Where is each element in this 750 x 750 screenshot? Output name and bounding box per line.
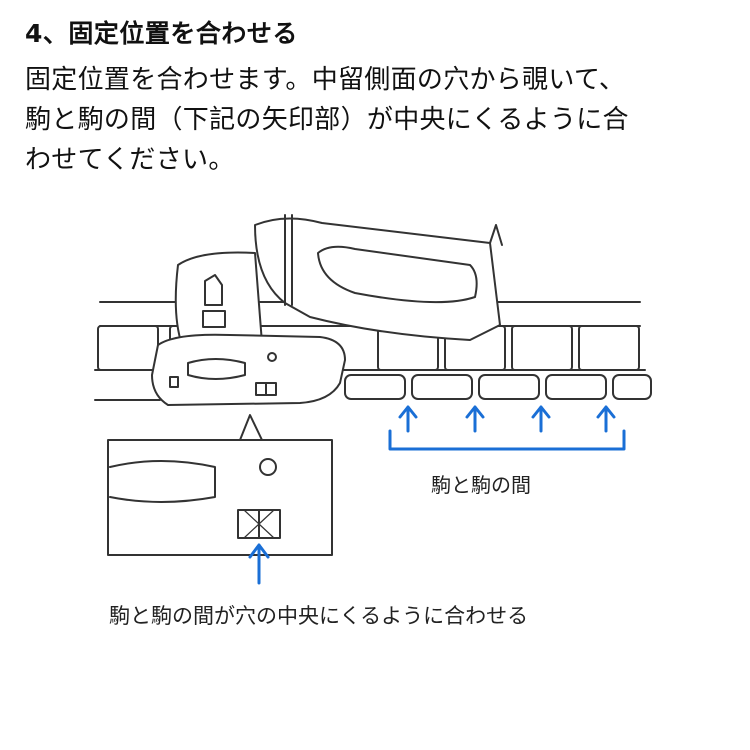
callout-alignment-instruction: 駒と駒の間が穴の中央にくるように合わせる — [109, 604, 528, 628]
clasp-alignment-illustration: 駒と駒の間 駒と駒の間が穴の中央にくるように合わせる — [0, 205, 750, 665]
alignment-arrows — [248, 405, 626, 585]
instruction-text: 固定位置を合わせます。中留側面の穴から覗いて、 駒と駒の間（下記の矢印部）が中央… — [25, 60, 730, 180]
clasp-body — [151, 251, 346, 406]
instruction-line-1: 固定位置を合わせます。中留側面の穴から覗いて、 — [25, 65, 626, 95]
clasp-lever — [254, 214, 503, 341]
illustration-svg: 駒と駒の間 駒と駒の間が穴の中央にくるように合わせる — [94, 214, 652, 628]
step-heading: 4、固定位置を合わせる — [25, 19, 298, 48]
bracelet-front-row — [94, 369, 652, 401]
instruction-line-3: わせてください。 — [25, 145, 235, 175]
callout-link-gap: 駒と駒の間 — [431, 473, 531, 497]
instruction-line-2: 駒と駒の間（下記の矢印部）が中央にくるように合 — [25, 105, 629, 135]
zoom-inset — [107, 414, 333, 556]
